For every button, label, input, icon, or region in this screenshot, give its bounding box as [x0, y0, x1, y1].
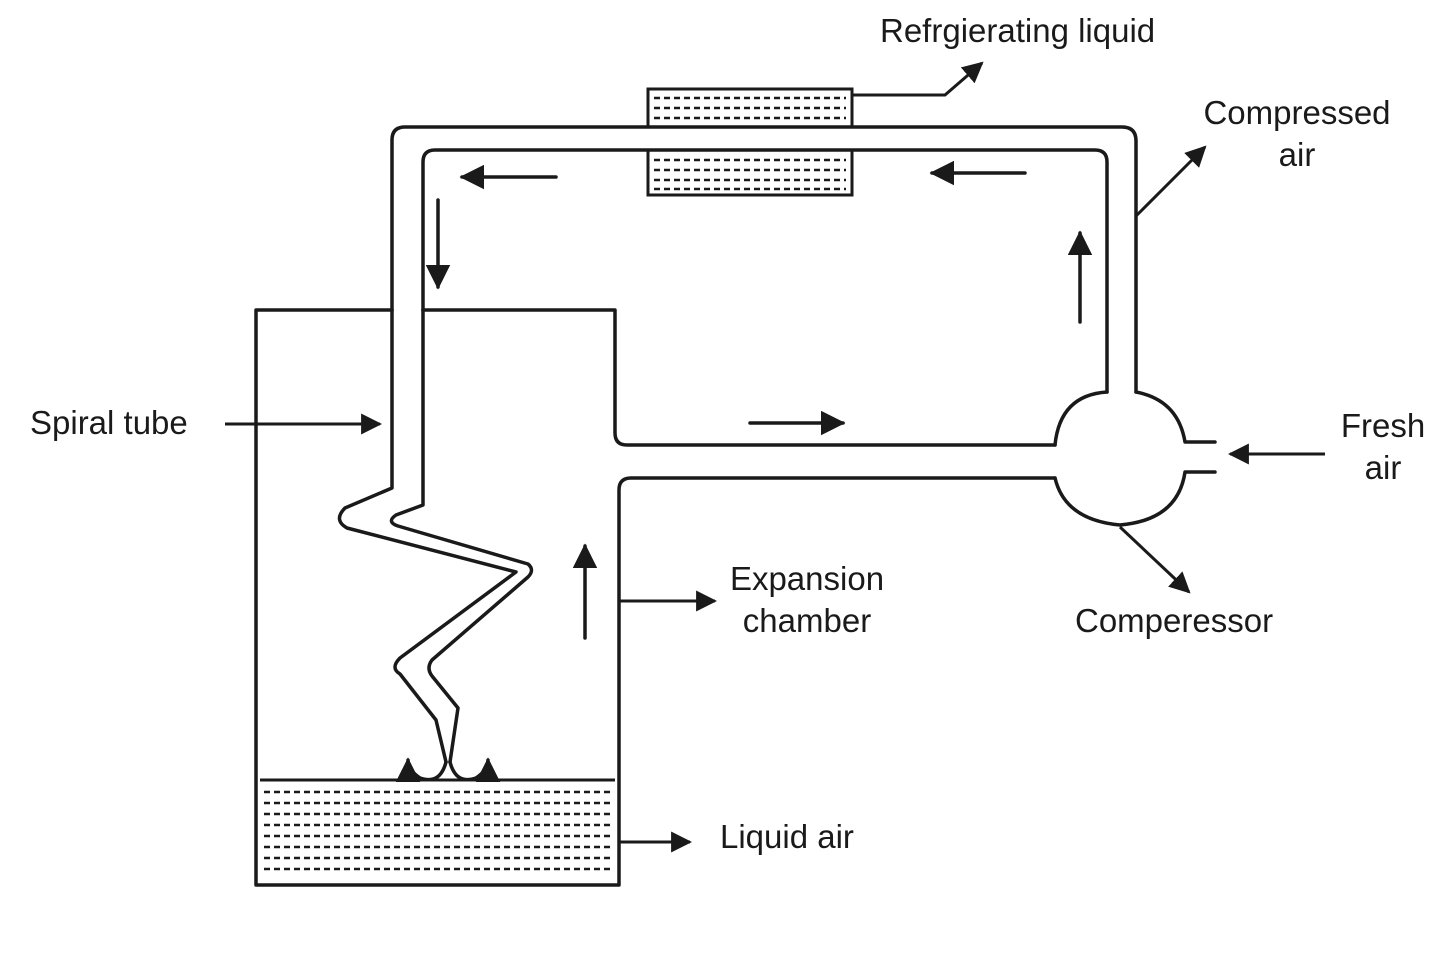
expansion-chamber-top-right	[421, 308, 1057, 447]
label-fresh-air-line1: Fresh	[1340, 407, 1426, 444]
label-expansion-chamber: Expansion chamber	[712, 558, 902, 642]
label-refrigerating-liquid: Refrgierating liquid	[880, 12, 1156, 49]
spiral-tube-inner	[389, 308, 534, 764]
label-compressed-air: Compressed air	[1188, 92, 1406, 176]
label-spiral-tube: Spiral tube	[30, 404, 188, 441]
label-fresh-air: Fresh air	[1328, 405, 1438, 489]
label-fresh-air-line2: air	[1364, 449, 1402, 486]
label-liquid-air: Liquid air	[720, 818, 854, 855]
label-compressed-air-line2: air	[1278, 136, 1316, 173]
label-expansion-chamber-line2: chamber	[742, 602, 872, 639]
refrigerating-jacket-bottom	[646, 148, 854, 197]
label-expansion-chamber-line1: Expansion	[729, 560, 885, 597]
leader-refrigerating-liquid	[852, 61, 984, 97]
expansion-chamber-vessel	[254, 308, 1057, 887]
leader-compressor	[1118, 525, 1191, 594]
liquid-air-pool	[260, 778, 615, 871]
nozzle-spray-right	[448, 757, 501, 783]
refrigerating-jacket-top	[646, 87, 854, 129]
spiral-tube-outer	[337, 308, 518, 764]
label-compressed-air-line1: Compressed	[1203, 94, 1391, 131]
compressor-body	[1053, 390, 1217, 527]
label-compressor: Comperessor	[1075, 602, 1274, 639]
leader-compressed-air	[1134, 145, 1207, 218]
nozzle-spray-left	[395, 757, 448, 783]
pipe-outer-wall	[390, 125, 1138, 394]
pipe-inner-wall	[421, 148, 1109, 394]
